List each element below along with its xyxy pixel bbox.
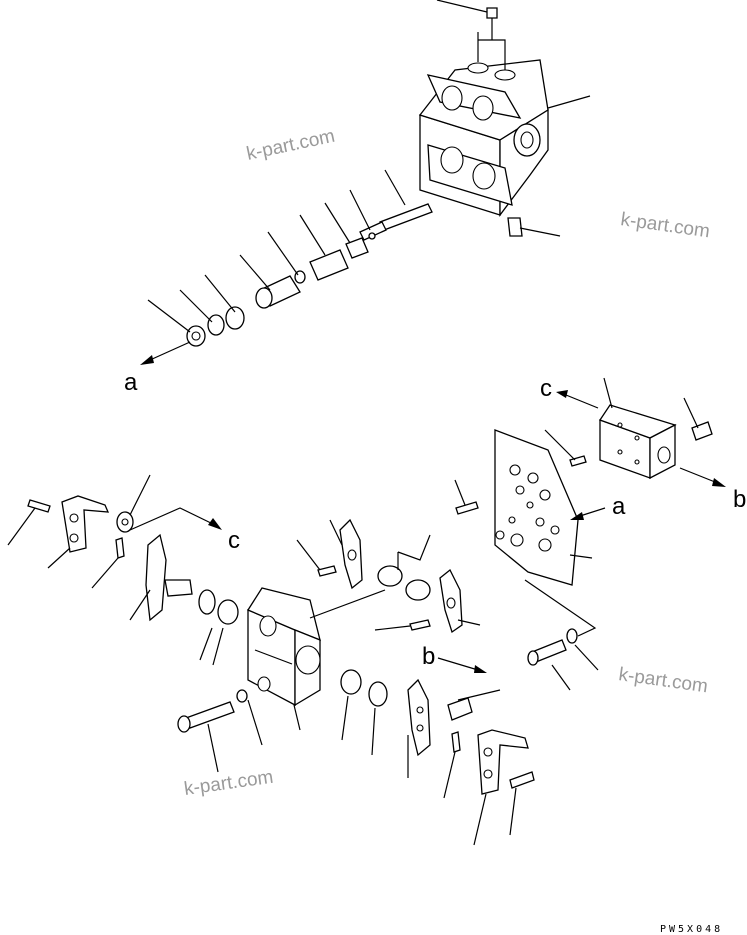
callout-c-left: c [228, 527, 240, 554]
leader-line [457, 619, 481, 626]
leader-line [199, 627, 213, 661]
arrow-a-right-line [579, 507, 606, 517]
bolt-washer-right [524, 579, 597, 666]
leader-line [519, 227, 561, 237]
leader-line [443, 751, 456, 799]
leader-line [397, 534, 431, 570]
callout-c-top: c [540, 375, 552, 402]
leader-line [454, 479, 466, 506]
callout-a-right: a [612, 493, 626, 520]
leader-line [473, 793, 487, 846]
lever-center [317, 518, 463, 634]
leader-line [47, 547, 71, 569]
callout-a-left: a [124, 369, 138, 396]
arrow-b-right-line [679, 467, 716, 483]
arrow-c-left-head [208, 518, 222, 530]
leader-line [293, 704, 301, 731]
leader-line [569, 554, 593, 559]
watermark: k-part.com [617, 664, 709, 697]
watermark: k-part.com [245, 126, 337, 165]
arrow-b-mid-head [474, 665, 487, 673]
leader-line [329, 519, 343, 546]
leader-line [247, 699, 263, 746]
leader-line [544, 429, 576, 461]
leader-line [574, 644, 599, 671]
leader-line [129, 589, 151, 621]
leader-line [547, 95, 591, 109]
arrow-a-left-line [149, 341, 191, 361]
cover-block-right [598, 404, 713, 480]
valve-body-upper [418, 7, 549, 237]
leader-line [91, 557, 119, 589]
watermark: k-part.com [619, 209, 711, 242]
arrow-b-mid-line [437, 657, 479, 671]
arrow-a-left-head [140, 355, 154, 365]
arrow-c-left-line [129, 507, 216, 531]
leader-line [436, 0, 488, 13]
leader-line [207, 723, 219, 773]
callout-b-right: b [733, 486, 746, 513]
leader-line [129, 474, 151, 516]
long-bolt [177, 701, 235, 733]
callout-b-mid: b [422, 643, 435, 670]
bracket-right [407, 678, 535, 795]
leader-line [296, 539, 321, 571]
arrow-a-right-head [570, 512, 584, 520]
spool-leaders [147, 169, 406, 333]
leader-line [683, 397, 699, 429]
separator-plate [455, 429, 587, 586]
leader-line [212, 627, 224, 666]
leader-line [457, 689, 501, 701]
leader-line [603, 377, 613, 409]
leader-line [7, 507, 36, 546]
watermark: k-part.com [183, 767, 275, 800]
lower-valve-body [247, 587, 321, 707]
leader-line [551, 664, 571, 691]
spool-stack [186, 203, 433, 347]
arrow-c-top-line [565, 394, 599, 409]
leader-line [341, 695, 349, 741]
bracket-left [27, 495, 193, 622]
leader-line [309, 589, 386, 619]
leader-line [509, 787, 517, 836]
drawing-code: PW5X048 [660, 924, 723, 935]
caps-and-rings [198, 565, 431, 707]
leader-line [374, 625, 411, 631]
arrow-b-right-head [712, 478, 726, 487]
arrow-c-top-head [556, 390, 568, 398]
leader-line [371, 707, 376, 756]
